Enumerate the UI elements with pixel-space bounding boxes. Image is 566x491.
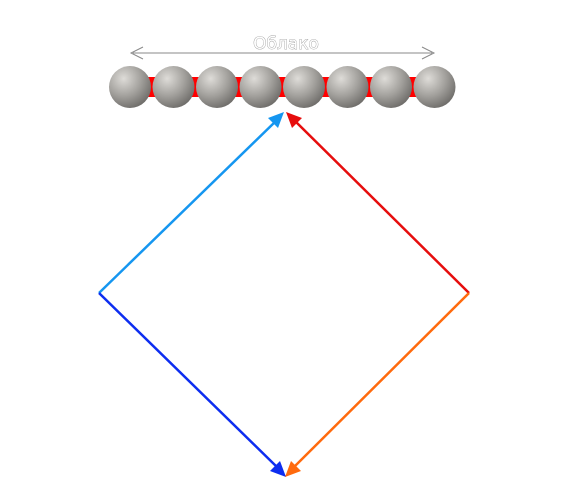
- cloud-span-arrow: [129, 46, 436, 60]
- cloud-particle: [326, 66, 369, 108]
- left-to-top-arrow: [98, 112, 284, 294]
- right-to-bottom-arrow: [285, 292, 470, 477]
- cloud-particle: [370, 66, 412, 108]
- cloud-particle: [152, 66, 195, 108]
- cloud-label: Облако: [253, 34, 319, 54]
- cloud-particles: [109, 66, 456, 108]
- right-to-top-arrow: [286, 112, 470, 294]
- cloud-particle: [239, 66, 282, 108]
- cloud-particle: [283, 66, 325, 108]
- cloud-particle: [413, 66, 456, 108]
- vector-arrows: [98, 112, 470, 477]
- cloud-particle: [109, 66, 151, 108]
- cloud-particle: [196, 66, 238, 108]
- left-to-bottom-arrow: [98, 292, 286, 477]
